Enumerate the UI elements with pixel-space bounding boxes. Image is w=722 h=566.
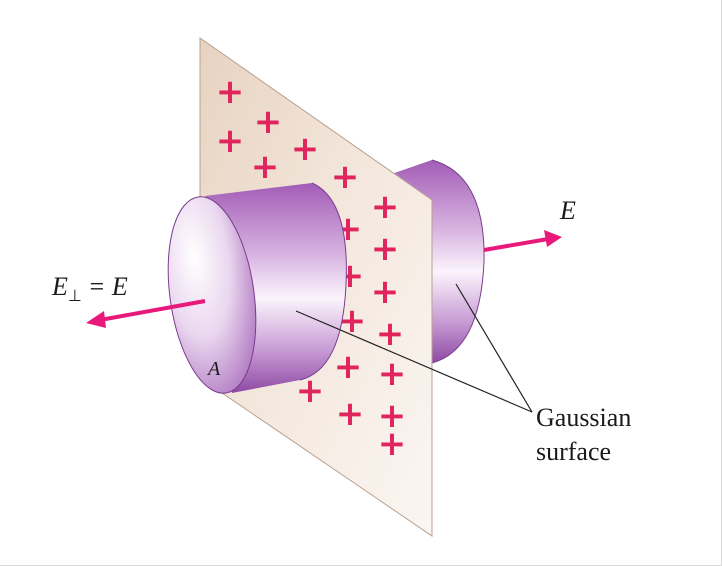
e-right-label: E: [559, 196, 576, 225]
plus-charge: +: [291, 129, 320, 169]
plus-charge: +: [371, 229, 400, 269]
left-cylinder-cap: [167, 196, 257, 394]
gaussian-label-line1: Gaussian: [536, 403, 631, 432]
plus-charge: +: [331, 157, 360, 197]
gaussian-leader-lines: [295, 283, 533, 413]
field-arrow-right: [483, 230, 562, 252]
gaussian-label-line2: surface: [536, 437, 611, 466]
plus-charge: +: [378, 396, 407, 436]
left-gaussian-cylinder: [167, 182, 347, 394]
plus-charge: +: [371, 272, 400, 312]
plus-charge: +: [216, 72, 245, 112]
plus-charge: +: [378, 424, 407, 464]
plus-charge: +: [254, 102, 283, 142]
plus-charge: +: [378, 354, 407, 394]
plus-charge: +: [334, 347, 363, 387]
positive-charges: +++++++++++++++++++: [216, 72, 407, 464]
field-arrow-left: [86, 299, 206, 328]
plus-charge: +: [371, 187, 400, 227]
plus-charge: +: [216, 121, 245, 161]
plus-charge: +: [251, 147, 280, 187]
plus-charge: +: [376, 314, 405, 354]
plus-charge: +: [336, 394, 365, 434]
area-label: A: [206, 358, 221, 380]
e-perp-label: E⊥= E: [51, 272, 128, 305]
